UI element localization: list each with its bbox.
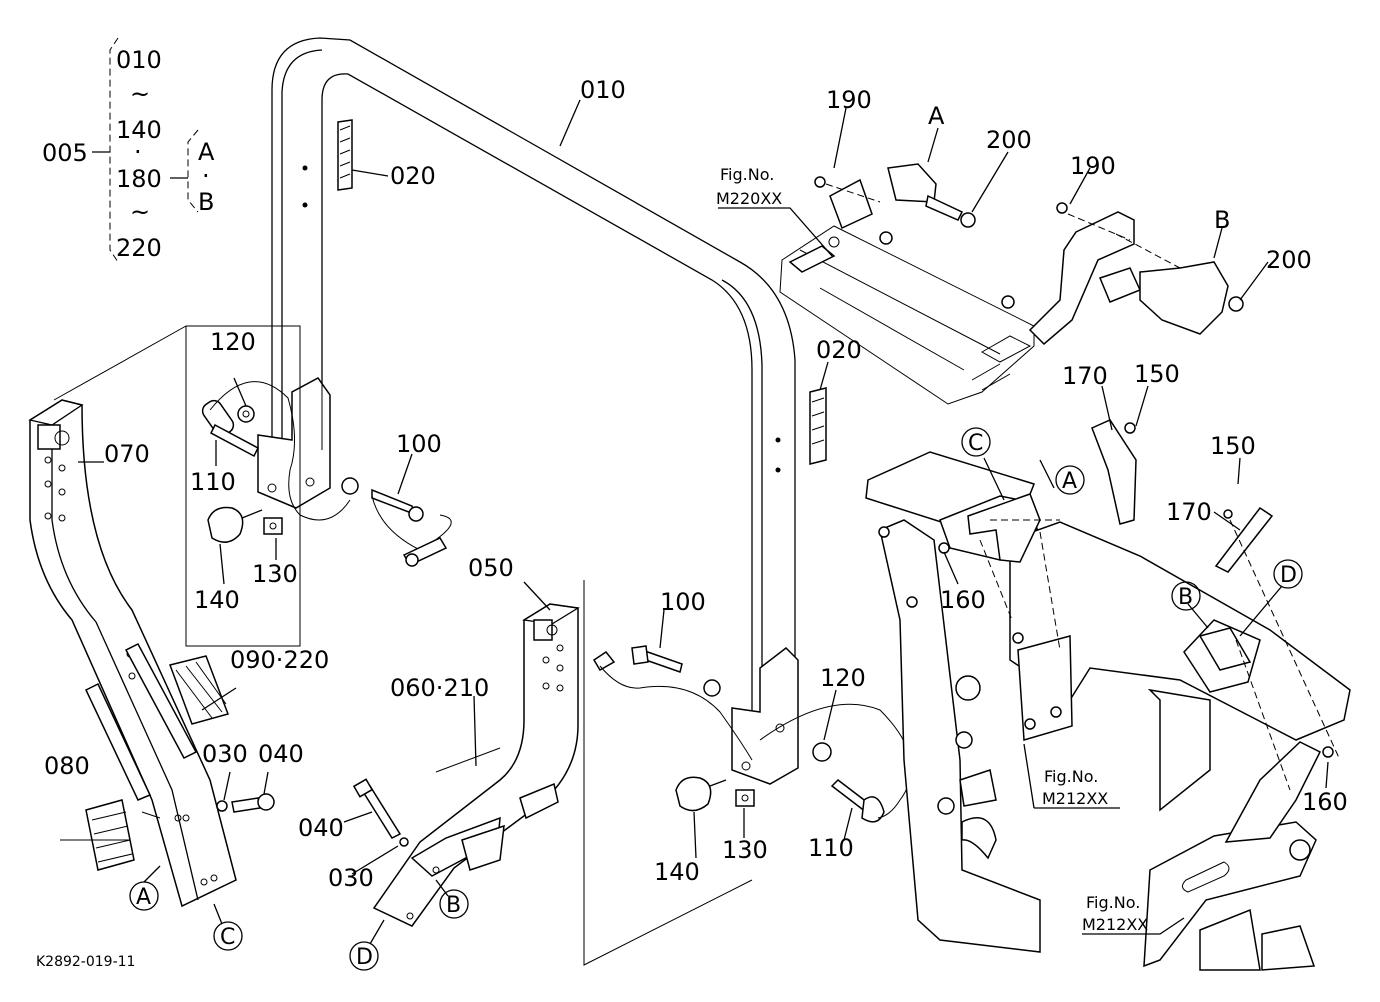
callout-040-mid: 040 [298, 814, 344, 842]
circle-ref-a-frame: A [1055, 465, 1085, 495]
group-range-140: 140 [116, 116, 162, 144]
callout-150-a: 150 [1134, 360, 1180, 388]
svg-text:Fig.No.: Fig.No. [720, 165, 774, 184]
circle-references: A C B D C A B D [129, 427, 1303, 971]
callout-100-left: 100 [396, 430, 442, 458]
group-range-end: 220 [116, 234, 162, 262]
callout-080: 080 [44, 752, 90, 780]
svg-text:B: B [1178, 585, 1193, 610]
callout-120-left: 120 [210, 328, 256, 356]
group-option-dot: · [202, 162, 210, 190]
figure-reference-top: Fig.No. M220XX [716, 165, 782, 208]
decal-right [809, 387, 827, 465]
svg-text:C: C [968, 431, 983, 456]
callout-belt-b: B [1214, 206, 1230, 234]
seat-belt-area [779, 163, 1244, 405]
figure-reference-middle: Fig.No. M212XX [1042, 767, 1108, 808]
svg-text:B: B [446, 893, 461, 918]
callout-150-b: 150 [1210, 432, 1256, 460]
leader-lines [78, 99, 1329, 945]
callout-160-b: 160 [1302, 788, 1348, 816]
group-option-b: B [198, 188, 214, 216]
document-code: K2892-019-11 [36, 954, 135, 970]
svg-text:C: C [220, 925, 235, 950]
callout-090-220: 090·220 [230, 646, 329, 674]
callout-050: 050 [468, 554, 514, 582]
group-range-dot: · [134, 138, 142, 166]
group-range-tilde-1: ~ [130, 80, 150, 108]
callout-140-right: 140 [654, 858, 700, 886]
callout-130-left: 130 [252, 560, 298, 588]
callout-belt-a: A [928, 102, 945, 130]
callout-200-b: 200 [1266, 246, 1312, 274]
callout-010: 010 [580, 76, 626, 104]
callout-140-left: 140 [194, 586, 240, 614]
callout-170-b: 170 [1166, 498, 1212, 526]
tractor-frame [865, 419, 1351, 971]
group-range-180: 180 [116, 165, 162, 193]
circle-ref-b-frame: B [1171, 581, 1201, 611]
callout-190-a: 190 [826, 86, 872, 114]
callout-030-left: 030 [202, 740, 248, 768]
svg-text:D: D [1280, 563, 1297, 588]
callout-020-right: 020 [816, 336, 862, 364]
svg-text:A: A [1062, 469, 1077, 494]
svg-text:M212XX: M212XX [1042, 789, 1108, 808]
left-lower-post [28, 399, 275, 908]
callout-200-a: 200 [986, 126, 1032, 154]
callout-labels: 010 020 020 070 120 110 100 130 140 050 … [44, 76, 1348, 892]
left-detail-leader [53, 325, 187, 646]
callout-020-top: 020 [390, 162, 436, 190]
callout-060-210: 060·210 [390, 674, 489, 702]
circle-ref-c-leg: C [213, 921, 243, 951]
circle-ref-d-leg: D [349, 941, 379, 971]
group-range-start: 010 [116, 46, 162, 74]
svg-text:Fig.No.: Fig.No. [1086, 893, 1140, 912]
figure-reference-bottom: Fig.No. M212XX [1082, 893, 1148, 934]
callout-130-right: 130 [722, 836, 768, 864]
callout-190-b: 190 [1070, 152, 1116, 180]
rops-upper-frame [257, 37, 799, 966]
group-range-tilde-2: ~ [130, 198, 150, 226]
callout-110-left: 110 [190, 468, 236, 496]
svg-text:Fig.No.: Fig.No. [1044, 767, 1098, 786]
group-assembly-number: 005 [42, 139, 88, 167]
circle-ref-c-frame: C [961, 427, 991, 457]
group-bracket: 005 010 ~ 140 · 180 ~ 220 A · B [42, 37, 215, 263]
svg-text:D: D [356, 945, 373, 970]
circle-ref-a-leg: A [129, 881, 159, 911]
left-pin-assembly [201, 381, 452, 567]
callout-120-right: 120 [820, 664, 866, 692]
center-lower-post [352, 603, 580, 927]
callout-070: 070 [104, 440, 150, 468]
right-pin-assembly [592, 645, 912, 823]
callout-110-right: 110 [808, 834, 854, 862]
circle-ref-d-frame: D [1273, 559, 1303, 589]
circle-ref-b-leg: B [439, 889, 469, 919]
group-option-a: A [198, 138, 215, 166]
svg-text:A: A [136, 885, 151, 910]
callout-040-left: 040 [258, 740, 304, 768]
callout-170-a: 170 [1062, 362, 1108, 390]
svg-text:M220XX: M220XX [716, 189, 782, 208]
decal-top [337, 119, 353, 191]
svg-text:M212XX: M212XX [1082, 915, 1148, 934]
callout-100-right: 100 [660, 588, 706, 616]
callout-030-mid: 030 [328, 864, 374, 892]
callout-160-a: 160 [940, 586, 986, 614]
